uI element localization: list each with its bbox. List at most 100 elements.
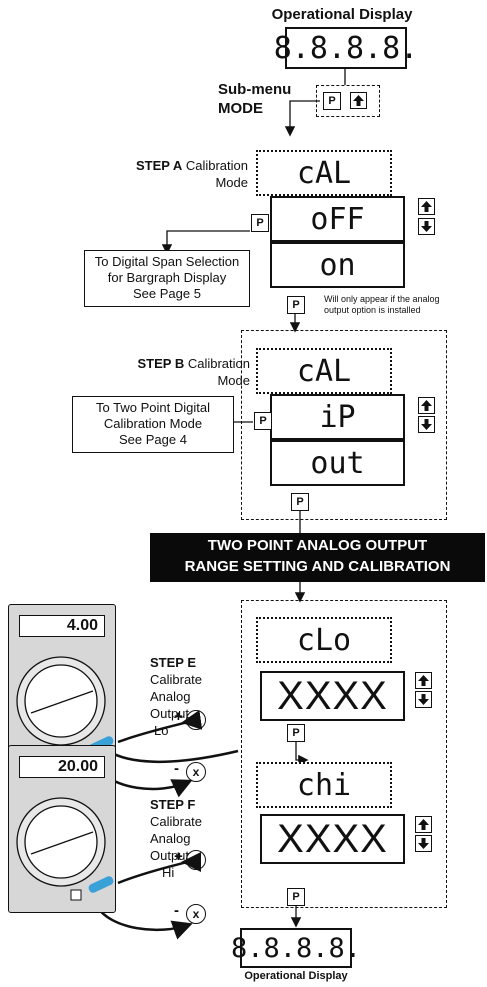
multimeter-icon: 4.00: [8, 604, 116, 772]
submenu-label-line1: Sub-menu: [218, 81, 292, 98]
meter-f-reading: 20.00: [57, 758, 98, 775]
step-a-down-button[interactable]: [418, 218, 435, 235]
step-a-p-button[interactable]: P: [251, 214, 269, 232]
step-a-note: To Digital Span Selection for Bargraph D…: [84, 250, 250, 307]
step-a-desc-line2: Mode: [215, 175, 248, 190]
submenu-up-button[interactable]: [350, 92, 367, 109]
step-b-note-line2: Calibration Mode: [103, 416, 203, 431]
step-a-title-text: cAL: [296, 155, 352, 191]
down-arrow-icon: [421, 419, 432, 430]
step-e-p-button[interactable]: P: [287, 724, 305, 742]
bottom-display: 8.8.8.8.: [231, 928, 361, 968]
step-b-desc-line2: Mode: [217, 373, 250, 388]
step-b-note-line1: To Two Point Digital: [96, 400, 210, 415]
step-e-desc-line4: Lo: [154, 723, 169, 738]
step-e-minus-probe-label: x: [192, 765, 200, 779]
step-f-p-button[interactable]: P: [287, 888, 305, 906]
submenu-dashed-box: [316, 85, 380, 117]
step-f-minus: -: [174, 902, 179, 919]
step-f-label: STEP F Calibrate Analog Output Hi: [150, 796, 202, 881]
meter-e-readout: 4.00: [19, 615, 105, 637]
up-arrow-icon: [421, 201, 432, 212]
step-a-note-line3: See Page 5: [133, 286, 201, 301]
step-f-value-display: XXXX: [260, 814, 405, 864]
step-b-up-button[interactable]: [418, 397, 435, 414]
top-display: 8.8.8.8.: [274, 27, 418, 69]
down-arrow-icon: [421, 221, 432, 232]
step-e-title-display: cLo: [256, 617, 392, 663]
step-f-plus: +: [174, 848, 183, 865]
step-e-value-display: XXXX: [260, 671, 405, 721]
step-f-up-button[interactable]: [415, 816, 432, 833]
step-f-desc-line3: Output: [150, 848, 190, 863]
step-b-option-ip: iP: [270, 394, 405, 440]
step-a-footnote-line1: Will only appear if the analog: [324, 294, 440, 304]
step-f-desc-line1: Calibrate: [150, 814, 203, 829]
step-f-desc-line4: Hi: [162, 865, 175, 880]
step-e-desc-line2: Analog: [150, 689, 191, 704]
step-e-down-button[interactable]: [415, 691, 432, 708]
step-a-option-off: oFF: [270, 196, 405, 242]
step-f-plus-probe-label: x: [192, 853, 200, 867]
step-b-option2-text: out: [310, 445, 365, 481]
step-f-title-display: chi: [256, 762, 392, 808]
step-b-note: To Two Point Digital Calibration Mode Se…: [72, 396, 234, 453]
step-a-footnote-line2: output option is installed: [324, 305, 421, 315]
step-a-option2-text: on: [319, 247, 356, 283]
step-a-up-button[interactable]: [418, 198, 435, 215]
step-e-plus-probe: x: [186, 710, 206, 730]
step-e-title-text: cLo: [296, 622, 352, 658]
step-e-plus-probe-label: x: [192, 713, 200, 727]
banner-line2: RANGE SETTING AND CALIBRATION: [184, 558, 451, 575]
step-e-minus: -: [174, 760, 179, 777]
step-a-title-display: cAL: [256, 150, 392, 196]
step-a-footnote: Will only appear if the analog output op…: [324, 294, 440, 316]
up-arrow-icon: [418, 675, 429, 686]
step-f-step: STEP F: [150, 797, 196, 812]
step-b-option1-text: iP: [319, 399, 356, 435]
meter-e-reading: 4.00: [66, 617, 98, 634]
step-a-label: STEP A Calibration Mode: [110, 157, 248, 191]
step-a-desc-line1: Calibration: [185, 158, 248, 173]
step-f-desc-line2: Analog: [150, 831, 191, 846]
down-arrow-icon: [418, 694, 429, 705]
meter-dial-icon: [16, 656, 106, 760]
step-e-desc-line1: Calibrate: [150, 672, 203, 687]
banner-line1: TWO POINT ANALOG OUTPUT: [207, 537, 428, 554]
meter-dial-icon: [16, 797, 106, 901]
step-a-option1-text: oFF: [310, 201, 365, 237]
step-f-title-text: chi: [296, 767, 352, 803]
step-b-title-text: cAL: [296, 353, 352, 389]
step-f-minus-probe: x: [186, 904, 206, 924]
top-display-title: Operational Display: [271, 6, 413, 23]
down-arrow-icon: [418, 838, 429, 849]
top-display-value: 8.8.8.8.: [273, 30, 419, 66]
step-e-label: STEP E Calibrate Analog Output Lo: [150, 654, 202, 739]
step-a-option-on: on: [270, 242, 405, 288]
meter-f-readout: 20.00: [19, 756, 105, 778]
step-b-desc-line1: Calibration: [187, 356, 250, 371]
step-b-label: STEP B Calibration Mode: [100, 355, 251, 389]
step-b-down-button[interactable]: [418, 416, 435, 433]
step-f-value-text: XXXX: [277, 816, 388, 861]
step-b-p-button[interactable]: P: [254, 412, 272, 430]
step-a-note-line1: To Digital Span Selection: [94, 254, 240, 269]
step-a-next-p-button[interactable]: P: [287, 296, 305, 314]
step-b-step: STEP B: [137, 356, 185, 371]
step-ef-dashed-group: [241, 600, 447, 908]
up-arrow-icon: [421, 400, 432, 411]
step-a-step: STEP A: [135, 158, 183, 173]
up-arrow-icon: [353, 95, 364, 106]
submenu-label: Sub-menu MODE: [218, 80, 291, 118]
step-f-down-button[interactable]: [415, 835, 432, 852]
submenu-label-line2: MODE: [218, 100, 263, 117]
step-b-note-line3: See Page 4: [119, 432, 187, 447]
step-f-minus-probe-label: x: [192, 907, 200, 921]
step-b-dashed-group: [241, 330, 447, 520]
step-e-value-text: XXXX: [277, 673, 388, 718]
step-b-title-display: cAL: [256, 348, 392, 394]
step-e-up-button[interactable]: [415, 672, 432, 689]
bottom-display-value: 8.8.8.8.: [230, 932, 362, 964]
submenu-p-button[interactable]: P: [323, 92, 341, 110]
step-b-next-p-button[interactable]: P: [291, 493, 309, 511]
